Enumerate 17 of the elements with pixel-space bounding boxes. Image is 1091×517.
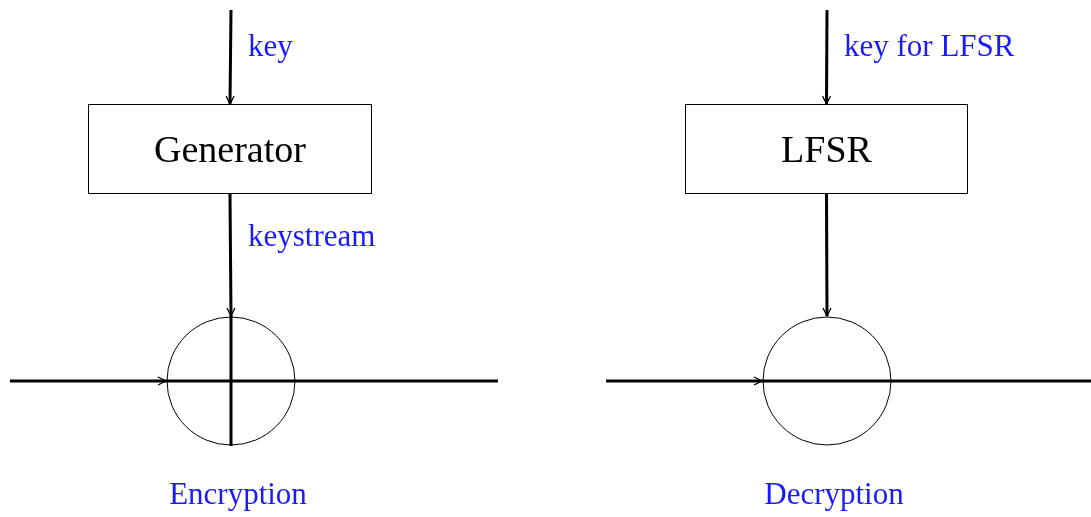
node-label: Generator (154, 127, 306, 171)
arrow (225, 10, 235, 105)
arrow (822, 194, 832, 317)
edge-label: key (248, 28, 293, 64)
node-label: Encryption (169, 476, 307, 512)
arrow (226, 194, 236, 317)
node-label: Decryption (764, 476, 904, 512)
edge-label: key for LFSR (844, 28, 1015, 64)
edge-label: keystream (248, 218, 376, 254)
arrow (10, 376, 167, 386)
line (296, 379, 498, 383)
arrow (606, 376, 763, 386)
line (892, 379, 1091, 383)
arrow (821, 10, 832, 105)
node-label: LFSR (781, 127, 872, 171)
process-box (685, 104, 968, 194)
process-box (88, 104, 372, 194)
